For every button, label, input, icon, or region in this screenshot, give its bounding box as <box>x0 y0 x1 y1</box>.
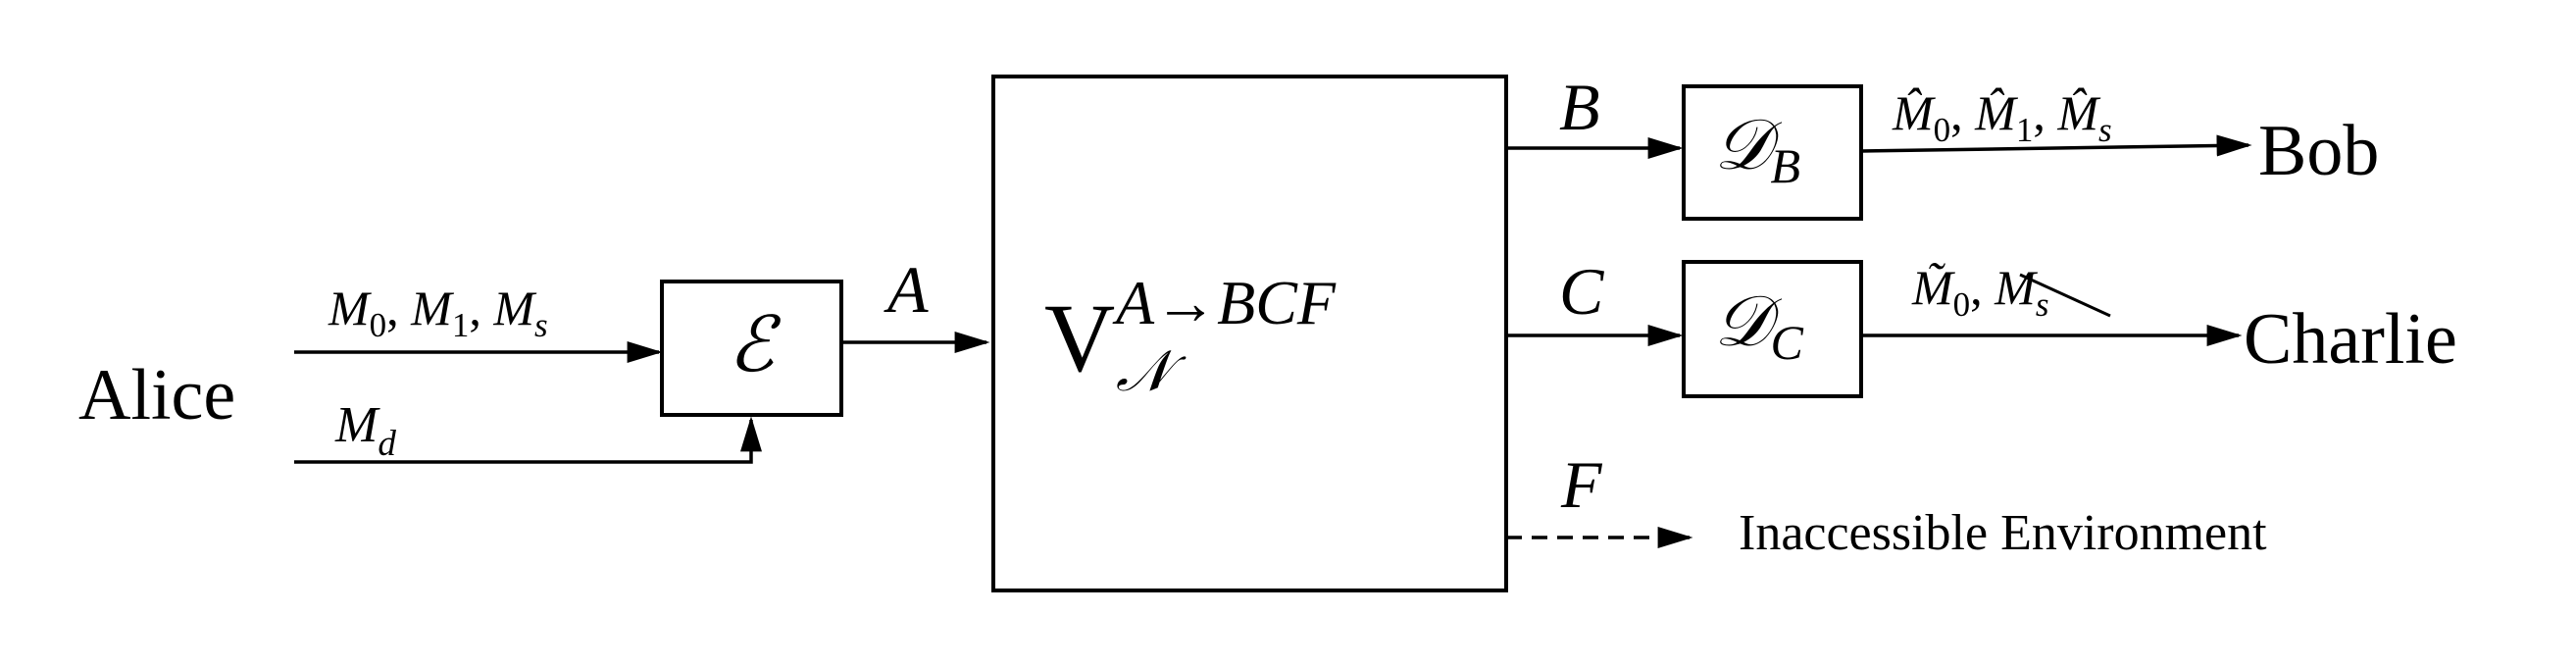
crossed-secret-message: M <box>1994 260 2038 315</box>
channel-base-symbol: V <box>1044 283 1115 392</box>
bob-label: Bob <box>2258 111 2379 191</box>
decoder-c-symbol: 𝒟C <box>1714 282 1803 370</box>
channel-box <box>991 75 1508 592</box>
charlie-messages-label: M̃0, Ms <box>1911 260 2048 324</box>
charlie-label: Charlie <box>2244 299 2457 380</box>
decoder-b-box <box>1682 84 1863 221</box>
output-c-label: C <box>1559 254 1604 329</box>
output-f-label: F <box>1560 447 1603 522</box>
dummy-message-label: Md <box>334 397 396 464</box>
bob-messages-label: M̂0, M̂1, M̂s <box>1892 85 2112 149</box>
dummy-to-encoder-arrow <box>294 416 762 464</box>
decoder-b-to-bob-arrow <box>1860 134 2252 157</box>
environment-label: Inaccessible Environment <box>1739 505 2267 561</box>
decoder-c-box <box>1682 260 1863 398</box>
crossed-out-strike <box>2019 273 2111 318</box>
alice-messages-label: M0, M1, Ms <box>328 281 548 344</box>
encoder-symbol: ℰ <box>728 302 782 387</box>
channel-superscript: A→BCF <box>1112 268 1337 337</box>
encoder-box <box>660 280 843 417</box>
output-b-label: B <box>1559 70 1600 144</box>
alice-label: Alice <box>78 355 235 435</box>
channel-input-label: A <box>884 252 929 327</box>
